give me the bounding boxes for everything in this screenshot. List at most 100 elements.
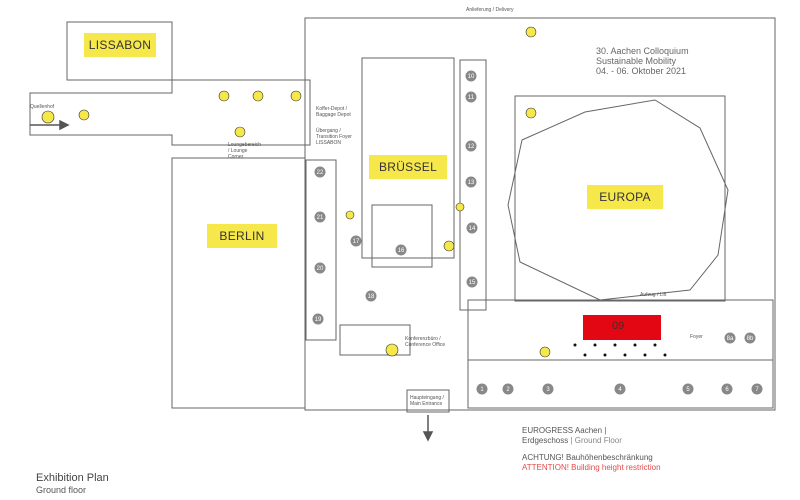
booth-marker-6 (721, 383, 733, 395)
event-title: 30. Aachen Colloquium Sustainable Mobili… (596, 46, 689, 76)
hall-label-berlin: BERLIN (207, 224, 277, 248)
booth-column-right (459, 59, 487, 311)
booth-marker-21 (314, 211, 326, 223)
main-entrance-label: Haupteingang / Main Entrance (410, 395, 444, 407)
booth-marker-20 (314, 262, 326, 274)
venue-floor-en: | Ground Floor (570, 436, 622, 445)
booth-marker-8b (744, 332, 756, 344)
booth-number-1: 1 (480, 387, 484, 393)
booth-number-12: 12 (468, 144, 475, 150)
booth-number-3: 3 (546, 387, 550, 393)
booth-number-8a: 8a (727, 336, 734, 342)
main-entrance-box (406, 389, 450, 413)
booth-marker-18 (365, 290, 377, 302)
warning-de: ACHTUNG! Bauhöhenbeschränkung (522, 453, 653, 462)
toilet-icon-2 (252, 90, 264, 102)
booth-number-8b: 8b (747, 336, 754, 342)
lower-booth-area (467, 359, 774, 409)
booth-number-11: 11 (468, 95, 475, 101)
lissabon-room (66, 21, 173, 81)
booth-marker-4 (614, 383, 626, 395)
toilet-icon-3 (525, 26, 537, 38)
plan-subtitle: Ground floor (36, 485, 87, 495)
quellenhof-label: Quellenhof (30, 104, 55, 110)
booth-number-4: 4 (618, 387, 622, 393)
booth-number-22: 22 (317, 170, 324, 176)
lounge-label: Loungebereich / Lounge Corner (228, 142, 262, 160)
booth-16-area (371, 204, 433, 268)
main-building-outline (304, 17, 776, 411)
hall-label-bruessel: BRÜSSEL (369, 155, 447, 179)
europa-room (507, 99, 729, 301)
booth-number-15: 15 (469, 280, 476, 286)
booth-marker-15 (466, 276, 478, 288)
booth-marker-8a (724, 332, 736, 344)
restaurant-icon (41, 110, 55, 124)
delivery-label: Anlieferung / Delivery (466, 7, 514, 13)
bruessel-room (361, 57, 455, 259)
booth-marker-1 (476, 383, 488, 395)
conference-office (339, 324, 411, 356)
booth-marker-3 (542, 383, 554, 395)
booth-number-21: 21 (317, 215, 324, 221)
toilet-icon-4 (525, 107, 537, 119)
toilet-icon (218, 90, 230, 102)
main-exit-head (422, 431, 434, 442)
booth-marker-13 (465, 176, 477, 188)
booth-number-17: 17 (353, 239, 360, 245)
booth-marker-14 (466, 222, 478, 234)
info-icon (78, 109, 90, 121)
lift-label: Aufzug / Lift (640, 292, 667, 298)
booth-column-left (305, 159, 337, 341)
wheelchair-icon (290, 90, 302, 102)
conference-office-label: Konferenzbüro / Conference Office (405, 336, 446, 348)
lounge-icon (234, 126, 246, 138)
booth-number-6: 6 (725, 387, 729, 393)
booth-number-5: 5 (686, 387, 690, 393)
venue-line-1: EUROGRESS Aachen | (522, 426, 607, 435)
lissabon-corridor (29, 79, 311, 146)
booth-number-16: 16 (398, 248, 405, 254)
booth-number-7: 7 (755, 387, 759, 393)
booth-marker-12 (465, 140, 477, 152)
booth-number-19: 19 (315, 317, 322, 323)
booth-number-20: 20 (317, 266, 324, 272)
venue-line-2: Erdgeschoss | Ground Floor (522, 436, 622, 446)
booth-marker-11 (465, 91, 477, 103)
plan-title: Exhibition Plan (36, 472, 109, 484)
europa-frame (514, 95, 726, 302)
booth-number-18: 18 (368, 294, 375, 300)
info-icon-2 (385, 343, 399, 357)
booth-marker-10 (465, 70, 477, 82)
foyer-label: Foyer (690, 334, 703, 340)
booth-marker-2 (502, 383, 514, 395)
booth-marker-7 (751, 383, 763, 395)
booth-marker-17 (350, 235, 362, 247)
booth-number-14: 14 (469, 226, 476, 232)
info-icon-6 (443, 240, 455, 252)
info-icon-4 (345, 210, 355, 220)
exit-arrow-head (59, 119, 70, 131)
booth-marker-5 (682, 383, 694, 395)
info-icon-3 (539, 346, 551, 358)
booth-number-10: 10 (468, 74, 475, 80)
booth-marker-22 (314, 166, 326, 178)
berlin-room (171, 157, 306, 409)
booth-marker-16 (395, 244, 407, 256)
event-line-2: Sustainable Mobility (596, 56, 677, 66)
info-icon-5 (455, 202, 465, 212)
venue-floor-de: Erdgeschoss (522, 436, 569, 445)
hall-label-lissabon: LISSABON (84, 33, 156, 57)
baggage-label: Koffer-Depot / Baggage Depot (316, 106, 351, 118)
transition-label: Übergang / Transition Foyer LISSABON (316, 128, 352, 146)
booth-number-2: 2 (506, 387, 510, 393)
booth-09-label: 09 (612, 320, 625, 332)
booth-number-13: 13 (468, 180, 475, 186)
warning-en: ATTENTION! Building height restriction (522, 463, 661, 472)
hall-label-europa: EUROPA (587, 185, 663, 209)
booth-09-highlight (583, 315, 661, 340)
event-line-1: 30. Aachen Colloquium (596, 46, 689, 56)
booth-marker-19 (312, 313, 324, 325)
event-line-3: 04. - 06. Oktober 2021 (596, 66, 687, 76)
